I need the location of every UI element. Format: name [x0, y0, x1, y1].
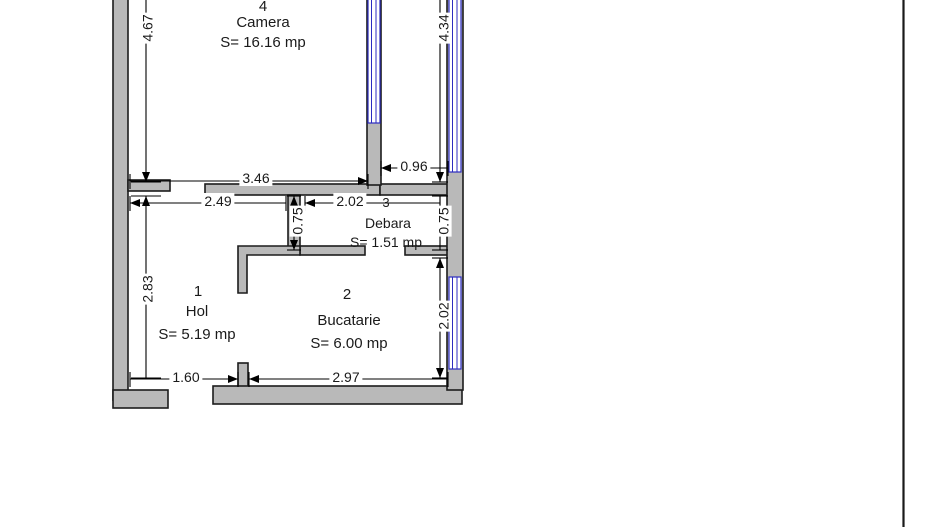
dimension-right-upper: 4.34	[435, 12, 452, 44]
arrow-mid-partition-bot	[290, 240, 298, 250]
room-name-bucatarie: Bucatarie	[317, 312, 381, 329]
wall-exterior-left	[112, 0, 129, 401]
dimension-right-debara: 0.75	[435, 205, 452, 237]
room-name-camera: Camera	[236, 14, 290, 31]
arrow-mid-partition-top	[290, 196, 298, 206]
room-number-camera: 4	[258, 0, 268, 15]
room-area-hol: S= 5.19 mp	[158, 326, 236, 343]
dimension-bottom-left: 1.60	[169, 369, 203, 385]
dimension-niche-width: 0.96	[397, 158, 431, 174]
arrow-left-upper-down	[142, 172, 150, 182]
arrow-left-lower-down	[142, 196, 150, 206]
wall-exterior-bottom-right	[212, 385, 463, 405]
dimension-debara-width: 2.02	[333, 193, 367, 209]
room-name-debara: Debara	[365, 215, 411, 231]
dimension-right-lower: 2.02	[435, 300, 452, 332]
dimension-bottom-right: 2.97	[329, 369, 363, 385]
room-number-debara: 3	[382, 195, 390, 210]
dimension-mid-partition: 0.75	[289, 205, 306, 237]
room-area-debara: S= 1.51 mp	[350, 234, 422, 250]
arrow-right-lower-bot	[436, 368, 444, 378]
dimension-left-lower: 2.83	[139, 273, 156, 305]
arrow-right-upper-down	[436, 172, 444, 182]
room-number-bucatarie: 2	[342, 286, 352, 303]
arrow-niche-width-left	[381, 164, 391, 172]
wall-hol-L-partition	[237, 245, 301, 294]
arrow-right-lower-top	[436, 258, 444, 268]
dimension-left-upper: 4.67	[139, 12, 156, 44]
walls-group	[112, 0, 464, 409]
wall-stub-left-mid	[127, 179, 171, 192]
wall-exterior-bottom-left	[112, 389, 169, 409]
room-area-camera: S= 16.16 mp	[220, 34, 306, 51]
arrow-debara-width-left	[305, 199, 315, 207]
room-area-bucatarie: S= 6.00 mp	[310, 335, 388, 352]
arrow-bottom-left-right	[228, 375, 238, 383]
arrow-bottom-right-left	[249, 375, 259, 383]
dimension-hol-width: 2.49	[201, 193, 235, 209]
arrow-hol-width-left	[130, 199, 140, 207]
arrow-camera-width-right	[358, 177, 368, 185]
dimension-camera-width: 3.46	[239, 170, 273, 186]
windows-group	[367, 0, 462, 370]
dimension-arrows-group	[130, 164, 444, 383]
window-camera-right-frame	[367, 0, 381, 124]
room-number-hol: 1	[193, 283, 203, 300]
room-name-hol: Hol	[185, 303, 209, 320]
